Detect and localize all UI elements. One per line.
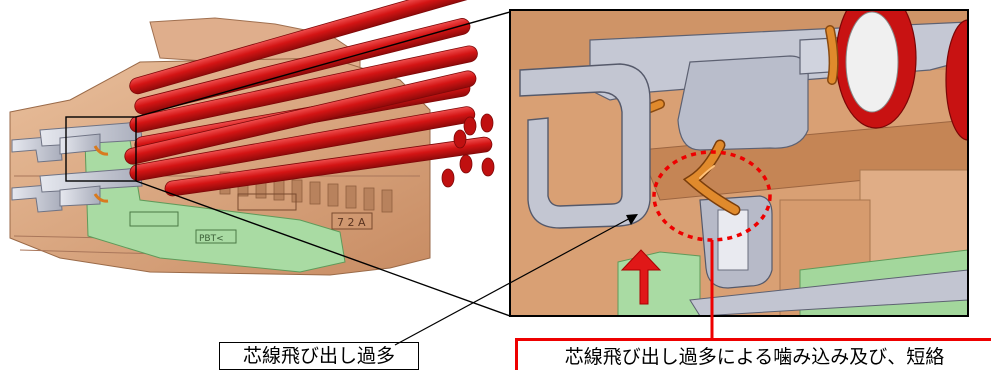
wire <box>134 18 471 115</box>
short-circuit-label: 芯線飛び出し過多による噛み込み及び、短絡 <box>515 338 991 370</box>
housing-marking-box <box>237 193 297 211</box>
housing-shelf <box>639 119 968 201</box>
wire <box>129 0 477 95</box>
wire-bundle <box>124 0 493 197</box>
overview-conductors <box>93 145 109 203</box>
protrusion-leader-line <box>394 215 635 346</box>
focus-area-frame <box>65 116 137 182</box>
wire-end-caps <box>441 113 495 188</box>
wire <box>164 136 493 197</box>
terminal-barrel <box>677 55 809 151</box>
wire-sections <box>835 10 968 141</box>
connector-overview: PBT< 7 2 A <box>9 0 495 276</box>
spacer-pbt-box <box>195 229 237 244</box>
excess-strand-label: 芯線飛び出し過多 <box>219 342 419 370</box>
wire <box>129 106 476 182</box>
spacer-marking-box <box>129 211 179 227</box>
wire <box>124 70 477 165</box>
magnification-lines <box>135 11 511 317</box>
wire <box>129 45 478 133</box>
terminal-slot <box>717 209 749 271</box>
zoom-detail <box>510 10 968 316</box>
protruding-conductor <box>682 139 741 216</box>
protrusion-leader-arrowhead <box>626 214 638 225</box>
terminal-plate-bottom <box>689 269 968 316</box>
rating-text: 7 2 A <box>337 216 366 229</box>
zoom-frame <box>509 9 969 317</box>
spacer-pbt-text: PBT< <box>199 234 224 244</box>
terminal-hook <box>519 63 651 229</box>
rating-box <box>331 212 373 230</box>
insertion-arrow <box>620 249 662 305</box>
